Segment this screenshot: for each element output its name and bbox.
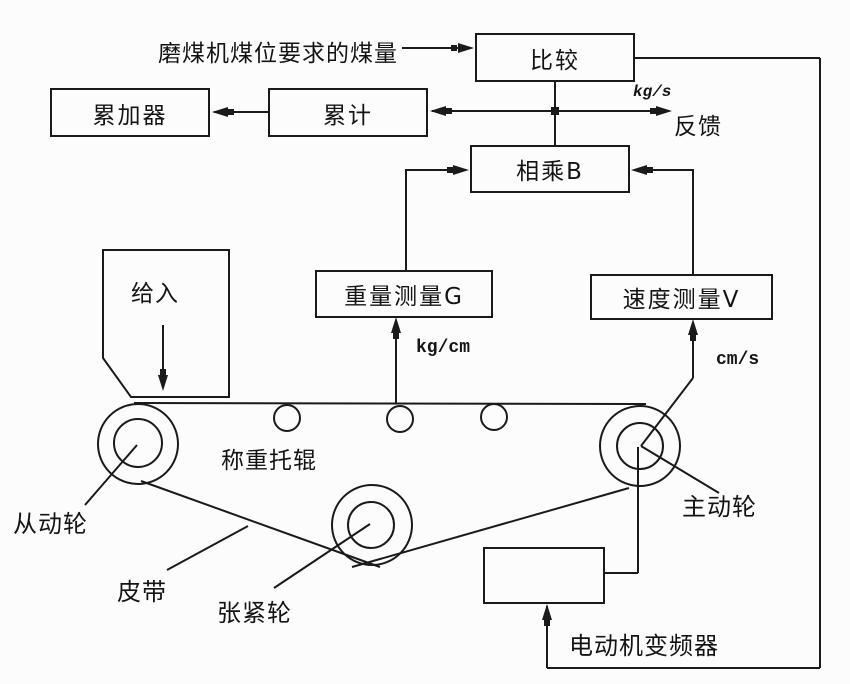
driving-wheel-label: 主动轮 — [682, 493, 757, 521]
arrow-into-compare — [458, 43, 474, 53]
tension-wheel-inner — [347, 501, 395, 549]
tension-wheel-label: 张紧轮 — [217, 599, 292, 627]
arrow-to-feedback — [656, 106, 672, 116]
weight-measure-box: 重量测量G — [315, 270, 493, 318]
accumulator-box: 累加器 — [50, 88, 210, 137]
compare-box: 比较 — [475, 33, 635, 82]
arrow-stub — [228, 109, 234, 115]
arrow-into-totalizer — [430, 106, 446, 116]
tension-wheel-leader — [273, 523, 371, 589]
driven-wheel-outer — [97, 403, 179, 485]
arrow-stub — [451, 45, 457, 51]
motor-inverter-box — [483, 547, 605, 604]
arrow-stub — [690, 335, 696, 341]
input-demand-label: 磨煤机煤位要求的煤量 — [158, 41, 398, 67]
belt-leader — [166, 525, 249, 571]
driving-wheel-leader — [640, 445, 720, 494]
arrow-into-accumulator — [212, 107, 228, 117]
arrow-into-multiplier-left — [453, 165, 469, 175]
unit-kg-s-label: kg/s — [633, 83, 672, 101]
arrow-stub — [650, 108, 656, 114]
tension-wheel-outer — [331, 484, 413, 566]
junction-dot — [551, 107, 559, 115]
arrow-into-weight-measure — [391, 317, 401, 333]
arrow-stub — [393, 333, 399, 339]
motor-inverter-label: 电动机变频器 — [569, 632, 719, 660]
wheel-to-speed-diag — [640, 377, 694, 447]
arrow-stub — [544, 620, 550, 626]
weighing-idler-label: 称重托辊 — [221, 448, 317, 474]
driven-wheel-inner — [113, 418, 163, 468]
arrow-into-multiplier-right — [631, 165, 647, 175]
speed-measure-box: 速度测量V — [590, 274, 773, 320]
arrow-stub — [446, 108, 452, 114]
belt-label: 皮带 — [117, 578, 167, 606]
belt-lower-left-line — [140, 480, 381, 568]
driven-wheel-leader — [84, 444, 138, 506]
unit-cm-s-label: cm/s — [716, 350, 760, 370]
arrow-into-motor-inverter — [542, 604, 552, 620]
multiplier-box: 相乘B — [470, 145, 630, 193]
arrow-stub — [447, 167, 453, 173]
weighing-roller-1 — [273, 404, 301, 432]
arrow-stub — [160, 369, 166, 375]
arrow-stub — [647, 167, 653, 173]
weighing-roller-2 — [386, 405, 414, 433]
driven-wheel-label: 从动轮 — [13, 510, 88, 538]
driving-wheel-outer — [599, 405, 681, 487]
weighing-roller-3 — [480, 403, 508, 431]
arrow-into-speed-measure — [688, 319, 698, 335]
feed-label: 给入 — [131, 281, 179, 307]
belt-top-line — [133, 402, 647, 405]
totalizer-box: 累计 — [268, 88, 428, 137]
unit-kg-cm-label: kg/cm — [416, 338, 471, 358]
feed-hopper-outline — [102, 249, 230, 398]
belt-lower-right-line — [351, 487, 630, 568]
driving-wheel-inner — [616, 422, 664, 470]
arrow-hopper-down — [158, 375, 168, 391]
feedback-label: 反馈 — [674, 114, 722, 140]
